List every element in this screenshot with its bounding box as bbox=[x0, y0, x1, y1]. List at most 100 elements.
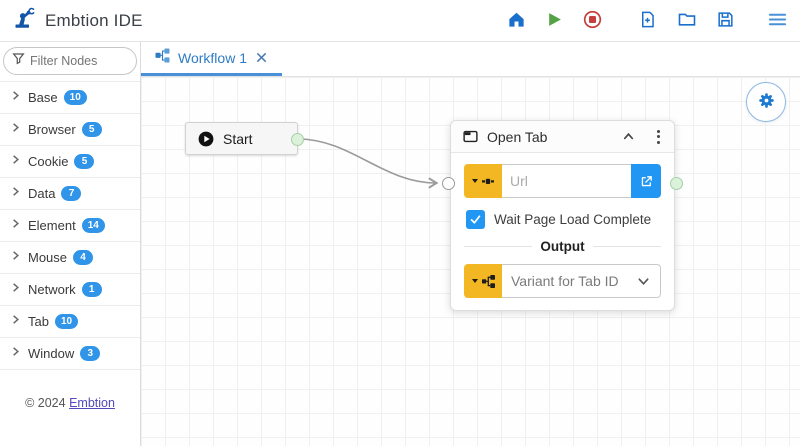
node-start[interactable]: Start bbox=[185, 122, 304, 155]
count-badge: 3 bbox=[80, 346, 101, 361]
output-section-label: Output bbox=[540, 239, 585, 254]
count-badge: 5 bbox=[81, 122, 102, 137]
home-icon bbox=[507, 10, 526, 32]
embtion-link[interactable]: Embtion bbox=[69, 396, 115, 410]
count-badge: 14 bbox=[81, 218, 105, 233]
canvas[interactable]: Start Open Tab bbox=[141, 77, 800, 446]
open-editor-button[interactable] bbox=[631, 164, 661, 198]
app-title: Embtion IDE bbox=[45, 10, 143, 30]
sidebar-item-tab[interactable]: Tab 10 bbox=[0, 306, 140, 338]
run-button[interactable] bbox=[544, 9, 565, 33]
node-category-list: Base 10 Browser 5 Cookie 5 Data 7 Elemen… bbox=[0, 81, 140, 370]
tab-window-icon bbox=[462, 128, 479, 145]
output-variable-group: Variant for Tab ID bbox=[464, 264, 661, 298]
node-open-tab[interactable]: Open Tab bbox=[442, 120, 683, 311]
sidebar-item-element[interactable]: Element 14 bbox=[0, 210, 140, 242]
url-input[interactable] bbox=[502, 164, 631, 198]
count-badge: 10 bbox=[63, 90, 87, 105]
sidebar-item-window[interactable]: Window 3 bbox=[0, 338, 140, 370]
sidebar-item-network[interactable]: Network 1 bbox=[0, 274, 140, 306]
output-variable-select[interactable]: Variant for Tab ID bbox=[502, 264, 661, 298]
chevron-right-icon bbox=[9, 313, 22, 331]
node-open-tab-header: Open Tab bbox=[451, 121, 674, 153]
caret-down-icon bbox=[472, 179, 478, 183]
new-file-icon bbox=[638, 10, 657, 32]
node-start-label: Start bbox=[223, 130, 253, 147]
stop-icon bbox=[583, 10, 602, 32]
tab-label: Workflow 1 bbox=[178, 49, 247, 66]
robot-logo-icon bbox=[12, 6, 36, 35]
category-label: Mouse bbox=[28, 250, 68, 265]
close-tab-icon[interactable] bbox=[255, 51, 268, 64]
filter-nodes-input[interactable] bbox=[30, 54, 120, 68]
node-open-tab-body: Wait Page Load Complete Output bbox=[451, 153, 674, 310]
kebab-menu-icon[interactable] bbox=[654, 128, 663, 146]
chevron-right-icon bbox=[9, 281, 22, 299]
wait-page-load-label: Wait Page Load Complete bbox=[494, 212, 652, 227]
category-label: Cookie bbox=[28, 154, 69, 169]
chevron-right-icon bbox=[9, 345, 22, 363]
save-button[interactable] bbox=[714, 8, 737, 34]
category-label: Base bbox=[28, 90, 58, 105]
caret-down-icon bbox=[471, 279, 478, 283]
sidebar-item-mouse[interactable]: Mouse 4 bbox=[0, 242, 140, 274]
canvas-settings-button[interactable] bbox=[746, 82, 786, 122]
sidebar-item-cookie[interactable]: Cookie 5 bbox=[0, 146, 140, 178]
category-label: Element bbox=[28, 218, 76, 233]
chevron-right-icon bbox=[9, 89, 22, 107]
launch-icon bbox=[639, 174, 654, 189]
category-label: Network bbox=[28, 282, 76, 297]
count-badge: 7 bbox=[61, 186, 82, 201]
chevron-right-icon bbox=[9, 153, 22, 171]
chevron-right-icon bbox=[9, 121, 22, 139]
tab-bar: Workflow 1 bbox=[141, 42, 800, 77]
chevron-down-icon bbox=[636, 274, 651, 289]
footer-copyright: © 2024 Embtion bbox=[0, 396, 140, 410]
play-icon bbox=[546, 11, 563, 31]
sidebar-item-data[interactable]: Data 7 bbox=[0, 178, 140, 210]
tab-workflow-1[interactable]: Workflow 1 bbox=[141, 42, 282, 76]
sidebar-item-browser[interactable]: Browser 5 bbox=[0, 114, 140, 146]
copyright-text: © 2024 bbox=[25, 396, 66, 410]
open-tab-output-port[interactable] bbox=[670, 177, 683, 190]
category-label: Tab bbox=[28, 314, 49, 329]
url-input-group bbox=[464, 164, 661, 198]
stop-button[interactable] bbox=[581, 8, 604, 34]
checkbox-checked-icon[interactable] bbox=[466, 210, 485, 229]
chevron-right-icon bbox=[9, 249, 22, 267]
hamburger-menu-icon bbox=[767, 10, 788, 32]
open-tab-input-port[interactable] bbox=[442, 177, 455, 190]
count-badge: 10 bbox=[54, 314, 79, 329]
chevron-right-icon bbox=[9, 217, 22, 235]
menu-button[interactable] bbox=[765, 8, 790, 34]
gear-icon bbox=[757, 91, 776, 113]
logo: Embtion IDE bbox=[12, 6, 143, 35]
output-variable-value: Variant for Tab ID bbox=[511, 273, 619, 289]
static-value-icon bbox=[482, 177, 494, 186]
app-header: Embtion IDE bbox=[0, 0, 800, 42]
url-input-type-button[interactable] bbox=[464, 164, 502, 198]
category-label: Data bbox=[28, 186, 56, 201]
node-title: Open Tab bbox=[487, 128, 548, 145]
category-label: Window bbox=[28, 346, 75, 361]
chevron-right-icon bbox=[9, 185, 22, 203]
count-badge: 5 bbox=[74, 154, 95, 169]
open-folder-button[interactable] bbox=[675, 7, 699, 34]
collapse-chevron-up-icon[interactable] bbox=[621, 129, 636, 144]
variable-hierarchy-icon bbox=[481, 274, 495, 288]
toolbar bbox=[505, 7, 790, 34]
workflow-icon bbox=[155, 47, 170, 68]
output-variable-type-button[interactable] bbox=[464, 264, 502, 298]
folder-icon bbox=[677, 9, 697, 32]
sidebar-item-base[interactable]: Base 10 bbox=[0, 82, 140, 114]
home-button[interactable] bbox=[505, 8, 528, 34]
start-output-port[interactable] bbox=[291, 133, 304, 146]
wait-page-load-checkbox-row[interactable]: Wait Page Load Complete bbox=[466, 210, 661, 229]
category-label: Browser bbox=[28, 122, 76, 137]
play-circle-icon bbox=[198, 131, 214, 147]
count-badge: 1 bbox=[81, 282, 102, 297]
output-divider: Output bbox=[464, 239, 662, 254]
new-file-button[interactable] bbox=[636, 8, 659, 34]
filter-nodes-box bbox=[3, 47, 137, 75]
node-palette-sidebar: Base 10 Browser 5 Cookie 5 Data 7 Elemen… bbox=[0, 42, 141, 446]
